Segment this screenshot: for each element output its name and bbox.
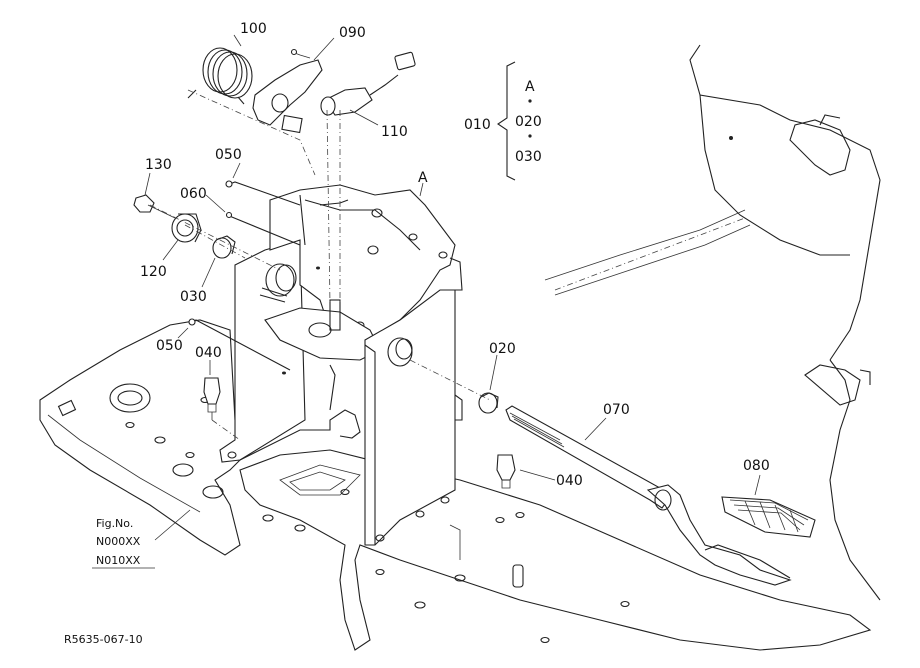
bushing-030 xyxy=(212,235,236,259)
bushing-020 xyxy=(478,392,499,414)
drawing-code: R5635-067-10 xyxy=(64,633,143,646)
bolt-040-left xyxy=(203,377,221,420)
collar-120 xyxy=(171,213,202,243)
pin-050-upper xyxy=(225,180,301,206)
callout-130: 130 xyxy=(145,157,172,173)
return-spring xyxy=(187,47,253,105)
callout-060: 060 xyxy=(180,186,207,202)
callout-120: 120 xyxy=(140,264,167,280)
kit-item-1: 020 xyxy=(515,114,542,130)
kit-parent-number: 010 xyxy=(464,117,491,133)
figure-box-line3: N010XX xyxy=(96,554,141,567)
callout-050-lower: 050 xyxy=(156,338,183,354)
switch-lever xyxy=(252,48,323,134)
callout-080: 080 xyxy=(743,458,770,474)
figure-box-line2: N000XX xyxy=(96,535,141,548)
pin-060 xyxy=(225,211,301,246)
pedal-switch xyxy=(320,51,416,116)
bolt-040-right xyxy=(496,454,516,489)
callout-100: 100 xyxy=(240,21,267,37)
callout-070: 070 xyxy=(603,402,630,418)
kit-item-2: 030 xyxy=(515,149,542,165)
step-plate xyxy=(239,449,872,651)
callout-a: A xyxy=(418,170,428,186)
callout-110: 110 xyxy=(381,124,408,140)
callout-090: 090 xyxy=(339,25,366,41)
kit-bracket xyxy=(497,61,532,181)
floor-plate xyxy=(39,319,251,556)
pedal-bracket xyxy=(219,184,463,546)
callout-labels: 100 090 110 130 050 060 120 030 050 040 … xyxy=(64,21,770,646)
callout-020: 020 xyxy=(489,341,516,357)
callout-040-left: 040 xyxy=(195,345,222,361)
pedal-arm xyxy=(505,405,792,586)
kit-ref-letter: A xyxy=(525,79,535,95)
bolt-130 xyxy=(133,194,176,219)
callout-030: 030 xyxy=(180,289,207,305)
pin-050-lower xyxy=(188,318,291,371)
callout-040-right: 040 xyxy=(556,473,583,489)
fender-panel xyxy=(544,44,881,601)
leader-lines xyxy=(144,34,761,541)
callout-050-upper: 050 xyxy=(215,147,242,163)
figure-box-line1: Fig.No. xyxy=(96,517,133,530)
pedal-pad xyxy=(721,496,816,538)
